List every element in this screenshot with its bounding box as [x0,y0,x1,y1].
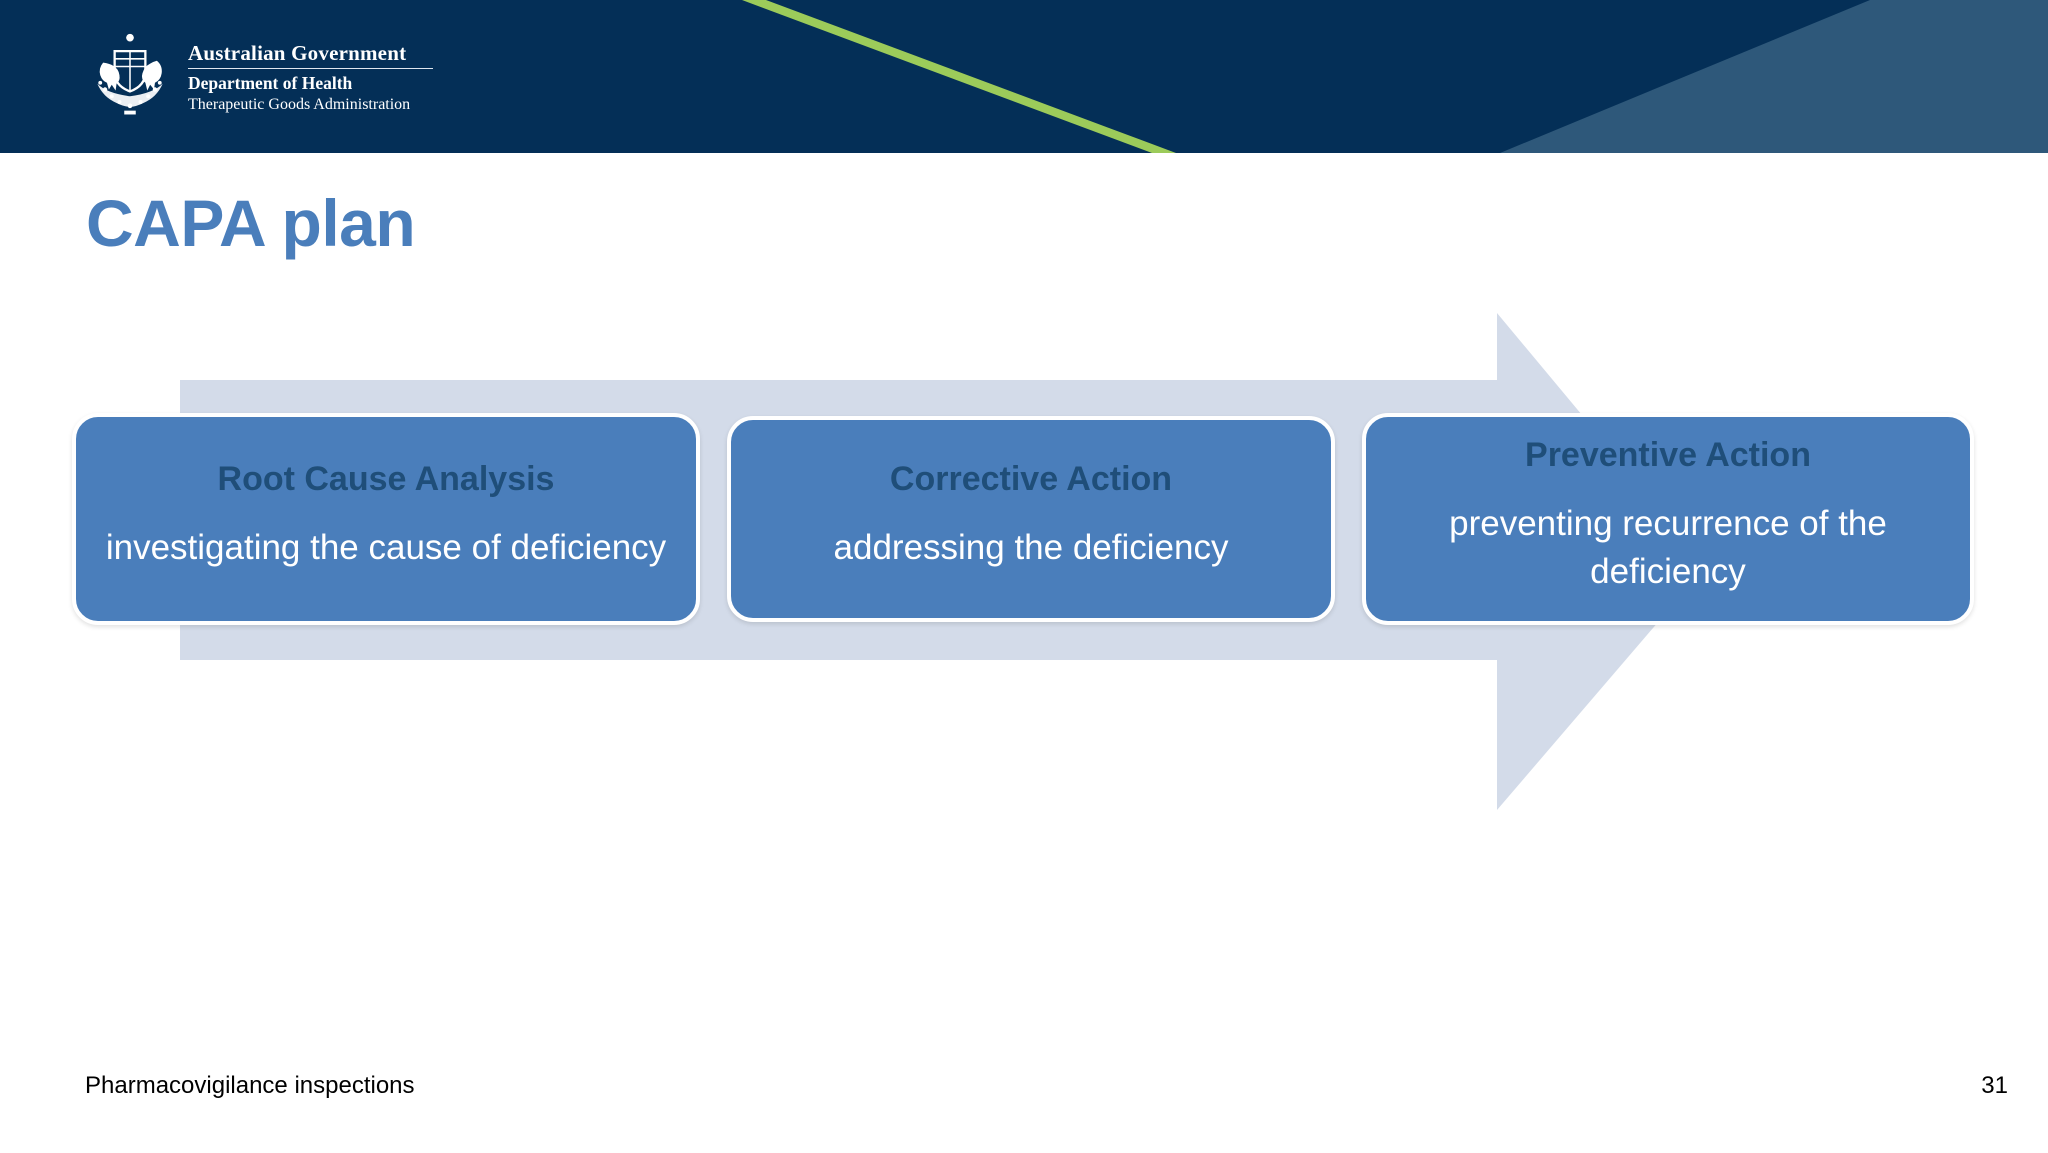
header-band: Australian Government Department of Heal… [0,0,2048,153]
capa-process-diagram: Root Cause Analysis investigating the ca… [0,240,2048,1040]
capa-step-heading: Corrective Action [889,459,1173,498]
capa-step-body: addressing the deficiency [833,528,1229,568]
header-wedge [1500,0,2048,153]
capa-step-heading: Preventive Action [1525,436,1811,475]
logo-wordmark: Australian Government Department of Heal… [188,41,433,116]
logo-line-tga: Therapeutic Goods Administration [188,95,411,113]
footer-label: Pharmacovigilance inspections [85,1072,415,1099]
capa-step-preventive-action[interactable]: Preventive Action preventing recurrence … [1362,413,1974,625]
page-number: 31 [1981,1072,2008,1099]
capa-step-body: preventing recurrence of the deficiency [1449,504,1887,591]
capa-step-body: investigating the cause of deficiency [105,528,667,568]
logo-line-department: Department of Health [188,72,353,93]
capa-step-heading: Root Cause Analysis [217,459,555,498]
header-accent-line [742,0,1176,153]
australian-coat-of-arms-icon [97,33,163,115]
page-title: CAPA plan [86,186,416,260]
header-decoration [0,0,2048,153]
capa-step-root-cause-analysis[interactable]: Root Cause Analysis investigating the ca… [72,413,700,625]
organisation-logo: Australian Government Department of Heal… [82,30,433,126]
capa-step-corrective-action[interactable]: Corrective Action addressing the deficie… [727,416,1335,622]
logo-line-government: Australian Government [188,41,433,69]
process-arrow-shape [180,313,1707,810]
